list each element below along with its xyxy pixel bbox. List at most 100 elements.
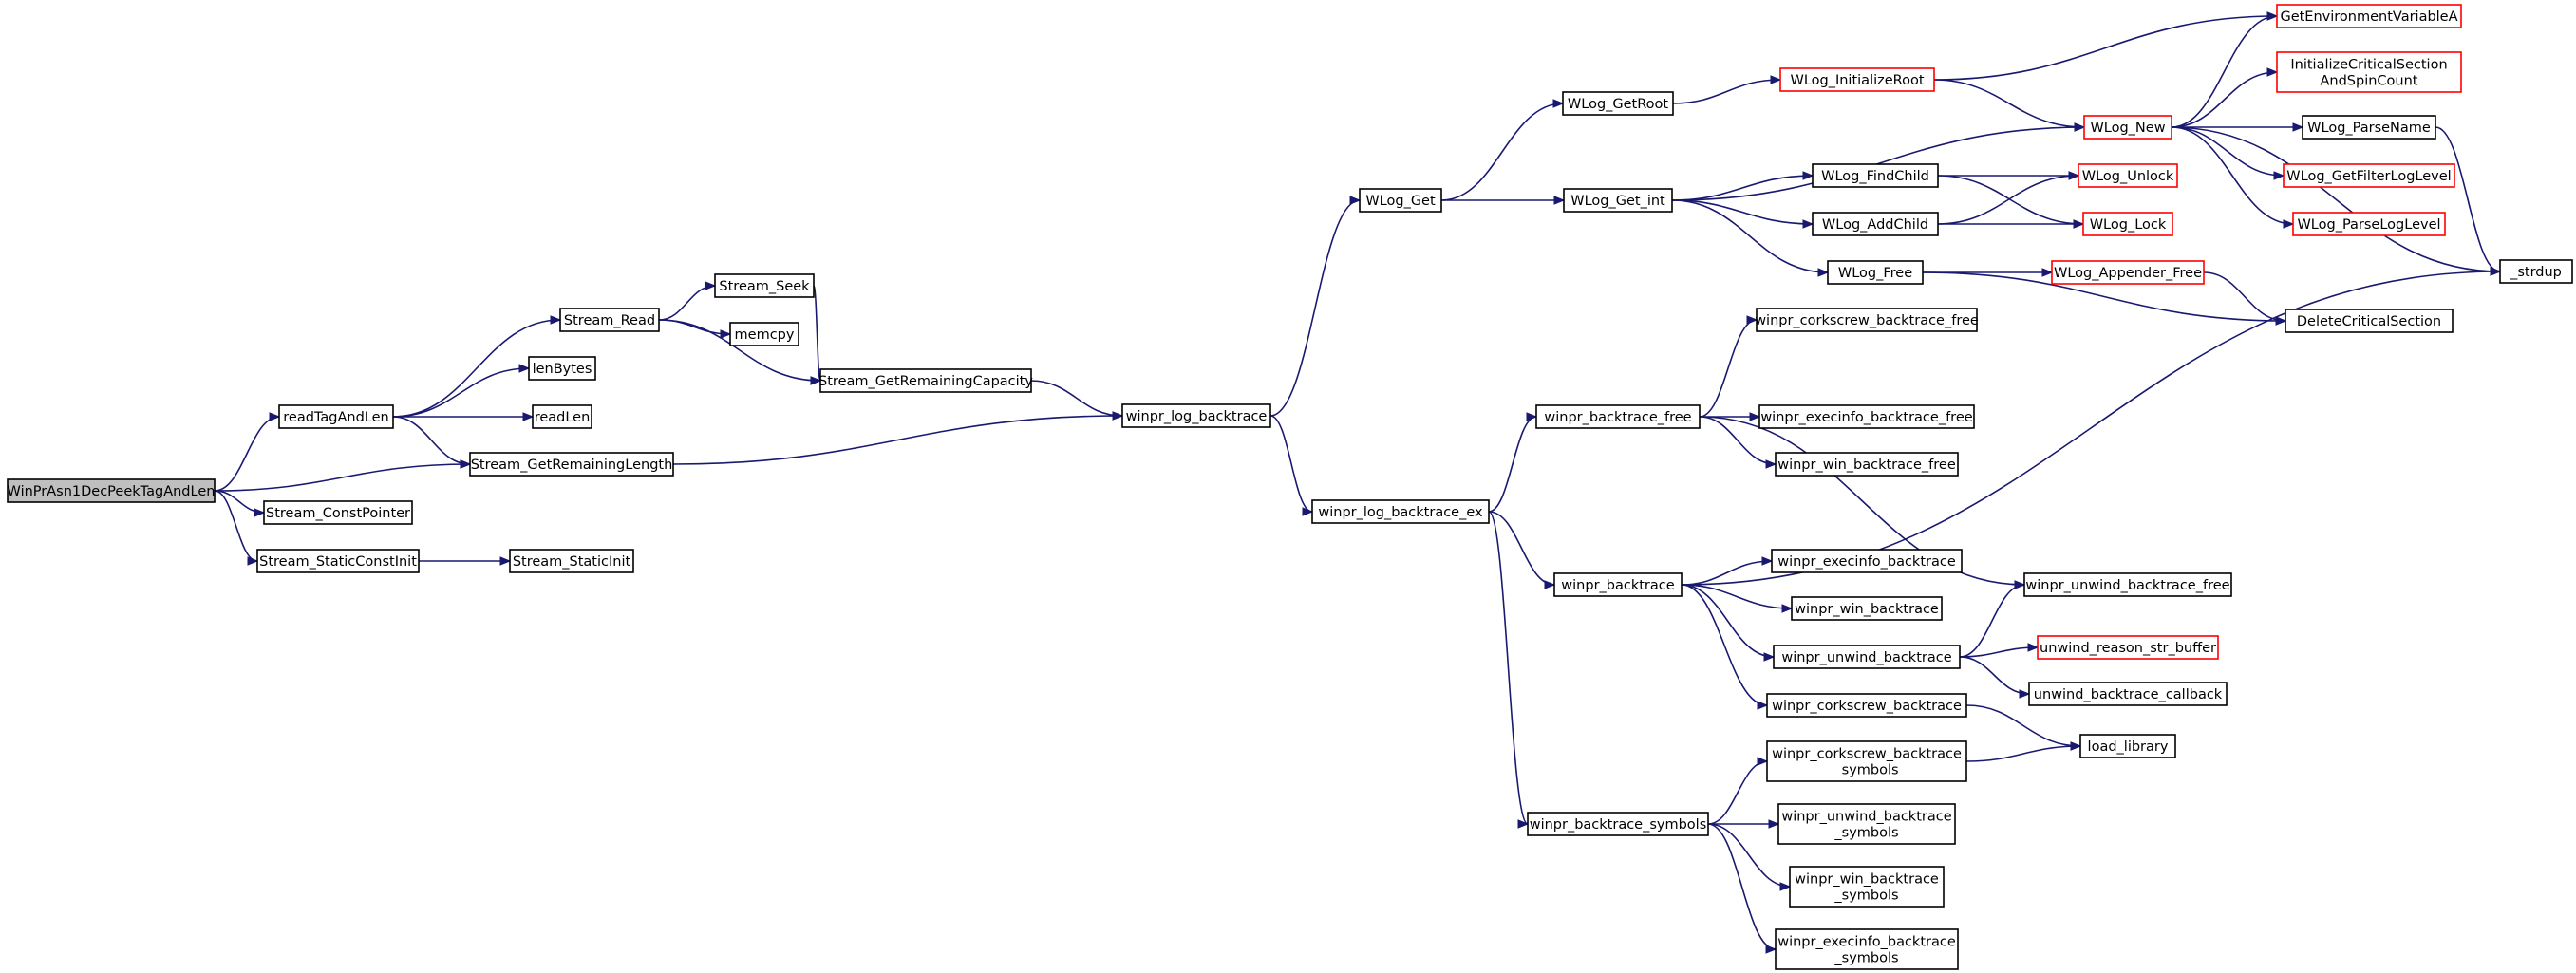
node-winpr-corkscrew-backtrace-symbols[interactable]: winpr_corkscrew_backtrace_symbols	[1766, 740, 1967, 782]
node-box[interactable]	[2023, 572, 2232, 597]
node-wlog-get-int[interactable]: WLog_Get_int	[1563, 188, 1673, 213]
node-wlog-parsename[interactable]: WLog_ParseName	[2302, 115, 2436, 140]
node-box[interactable]	[1311, 499, 1490, 524]
node-box[interactable]	[1562, 91, 1674, 116]
node-box[interactable]	[1775, 928, 1959, 970]
node-box[interactable]	[2028, 682, 2228, 706]
node-box[interactable]	[714, 273, 815, 298]
node-winpr-execinfo-backtrace-free[interactable]: winpr_execinfo_backtrace_free	[1758, 404, 1975, 429]
node-box[interactable]	[263, 500, 413, 525]
node-wlog-addchild[interactable]: WLog_AddChild	[1812, 212, 1939, 236]
node-box[interactable]	[1771, 549, 1963, 573]
node-box[interactable]	[2082, 212, 2173, 236]
node-box[interactable]	[2051, 260, 2205, 285]
node-box[interactable]	[2292, 212, 2446, 236]
node--strdup[interactable]: _strdup	[2499, 259, 2573, 284]
node-stream-staticconstinit[interactable]: Stream_StaticConstInit	[256, 549, 420, 573]
node-unwind-backtrace-callback[interactable]: unwind_backtrace_callback	[2028, 682, 2228, 706]
node-wlog-getroot[interactable]: WLog_GetRoot	[1562, 91, 1674, 116]
node-wlog-initializeroot[interactable]: WLog_InitializeRoot	[1779, 67, 1935, 92]
node-box[interactable]	[1563, 188, 1673, 213]
node-box[interactable]	[1359, 188, 1442, 213]
node-box[interactable]	[2083, 115, 2172, 140]
node-wlog-new[interactable]: WLog_New	[2083, 115, 2172, 140]
node-box[interactable]	[1812, 163, 1939, 188]
node-winpr-corkscrew-backtrace[interactable]: winpr_corkscrew_backtrace	[1766, 693, 1967, 718]
node-box[interactable]	[1773, 645, 1961, 669]
node-box[interactable]	[729, 322, 799, 346]
node-winpr-backtrace-free[interactable]: winpr_backtrace_free	[1535, 404, 1701, 429]
node-load-library[interactable]: load_library	[2079, 734, 2176, 758]
node-winpr-log-backtrace[interactable]: winpr_log_backtrace	[1121, 403, 1271, 428]
node-winpr-log-backtrace-ex[interactable]: winpr_log_backtrace_ex	[1311, 499, 1490, 524]
node-root[interactable]: WinPrAsn1DecPeekTagAndLen	[7, 478, 216, 503]
node-winpr-win-backtrace[interactable]: winpr_win_backtrace	[1791, 596, 1943, 621]
node-box[interactable]	[1775, 452, 1959, 477]
node-stream-getremaininglength[interactable]: Stream_GetRemainingLength	[469, 452, 674, 477]
node-winpr-unwind-backtrace-free[interactable]: winpr_unwind_backtrace_free	[2023, 572, 2232, 597]
node-box[interactable]	[532, 404, 592, 429]
node-stream-staticinit[interactable]: Stream_StaticInit	[509, 549, 634, 573]
node-stream-seek[interactable]: Stream_Seek	[714, 273, 815, 298]
node-winpr-backtrace[interactable]: winpr_backtrace	[1553, 572, 1683, 597]
node-deletecriticalsection[interactable]: DeleteCriticalSection	[2285, 309, 2454, 333]
node-box[interactable]	[469, 452, 674, 477]
node-box[interactable]	[2037, 635, 2219, 660]
node-box[interactable]	[1535, 404, 1701, 429]
node-box[interactable]	[7, 478, 216, 503]
node-box[interactable]	[278, 404, 394, 429]
node-winpr-unwind-backtrace-symbols[interactable]: winpr_unwind_backtrace_symbols	[1777, 803, 1956, 845]
node-box[interactable]	[1791, 596, 1943, 621]
node-box[interactable]	[1121, 403, 1271, 428]
node-box[interactable]	[1553, 572, 1683, 597]
node-wlog-free[interactable]: WLog_Free	[1827, 260, 1924, 285]
node-winpr-backtrace-symbols[interactable]: winpr_backtrace_symbols	[1527, 812, 1709, 836]
node-box[interactable]	[1766, 693, 1967, 718]
node-stream-constpointer[interactable]: Stream_ConstPointer	[263, 500, 413, 525]
node-winpr-execinfo-backtrace[interactable]: winpr_execinfo_backtrace	[1771, 549, 1963, 573]
node-box[interactable]	[2276, 4, 2462, 28]
node-winpr-unwind-backtrace[interactable]: winpr_unwind_backtrace	[1773, 645, 1961, 669]
node-wlog-parseloglevel[interactable]: WLog_ParseLogLevel	[2292, 212, 2446, 236]
node-box[interactable]	[1777, 803, 1956, 845]
node-box[interactable]	[2078, 163, 2178, 188]
node-box[interactable]	[2283, 163, 2455, 188]
node-box[interactable]	[2499, 259, 2573, 284]
node-box[interactable]	[559, 308, 660, 332]
node-winpr-corkscrew-backtrace-free[interactable]: winpr_corkscrew_backtrace_free	[1755, 308, 1979, 332]
node-box[interactable]	[1527, 812, 1709, 836]
node-box[interactable]	[1789, 866, 1945, 908]
node-box[interactable]	[1827, 260, 1924, 285]
node-wlog-appender-free[interactable]: WLog_Appender_Free	[2051, 260, 2205, 285]
node-wlog-getfilterloglevel[interactable]: WLog_GetFilterLogLevel	[2283, 163, 2455, 188]
node-readlen[interactable]: readLen	[532, 404, 592, 429]
node-box[interactable]	[2285, 309, 2454, 333]
node-winpr-execinfo-backtrace-symbols[interactable]: winpr_execinfo_backtrace_symbols	[1775, 928, 1959, 970]
node-box[interactable]	[2302, 115, 2436, 140]
node-box[interactable]	[2079, 734, 2176, 758]
node-box[interactable]	[2276, 51, 2462, 93]
node-winpr-win-backtrace-symbols[interactable]: winpr_win_backtrace_symbols	[1789, 866, 1945, 908]
node-unwind-reason-str-buffer[interactable]: unwind_reason_str_buffer	[2037, 635, 2219, 660]
node-memcpy[interactable]: memcpy	[729, 322, 799, 346]
node-box[interactable]	[819, 368, 1032, 393]
node-stream-read[interactable]: Stream_Read	[559, 308, 660, 332]
node-box[interactable]	[1756, 308, 1978, 332]
node-wlog-unlock[interactable]: WLog_Unlock	[2078, 163, 2178, 188]
node-readtagandlen[interactable]: readTagAndLen	[278, 404, 394, 429]
node-wlog-lock[interactable]: WLog_Lock	[2082, 212, 2173, 236]
node-box[interactable]	[1758, 404, 1975, 429]
node-box[interactable]	[1766, 740, 1967, 782]
node-wlog-get[interactable]: WLog_Get	[1359, 188, 1442, 213]
node-box[interactable]	[509, 549, 634, 573]
node-lenbytes[interactable]: lenBytes	[528, 356, 596, 381]
node-box[interactable]	[1812, 212, 1939, 236]
node-box[interactable]	[1779, 67, 1935, 92]
node-wlog-findchild[interactable]: WLog_FindChild	[1812, 163, 1939, 188]
node-getenvironmentvariablea[interactable]: GetEnvironmentVariableA	[2276, 4, 2462, 28]
node-winpr-win-backtrace-free[interactable]: winpr_win_backtrace_free	[1775, 452, 1959, 477]
node-box[interactable]	[528, 356, 596, 381]
node-box[interactable]	[256, 549, 420, 573]
node-stream-getremainingcapacity[interactable]: Stream_GetRemainingCapacity	[818, 368, 1033, 393]
